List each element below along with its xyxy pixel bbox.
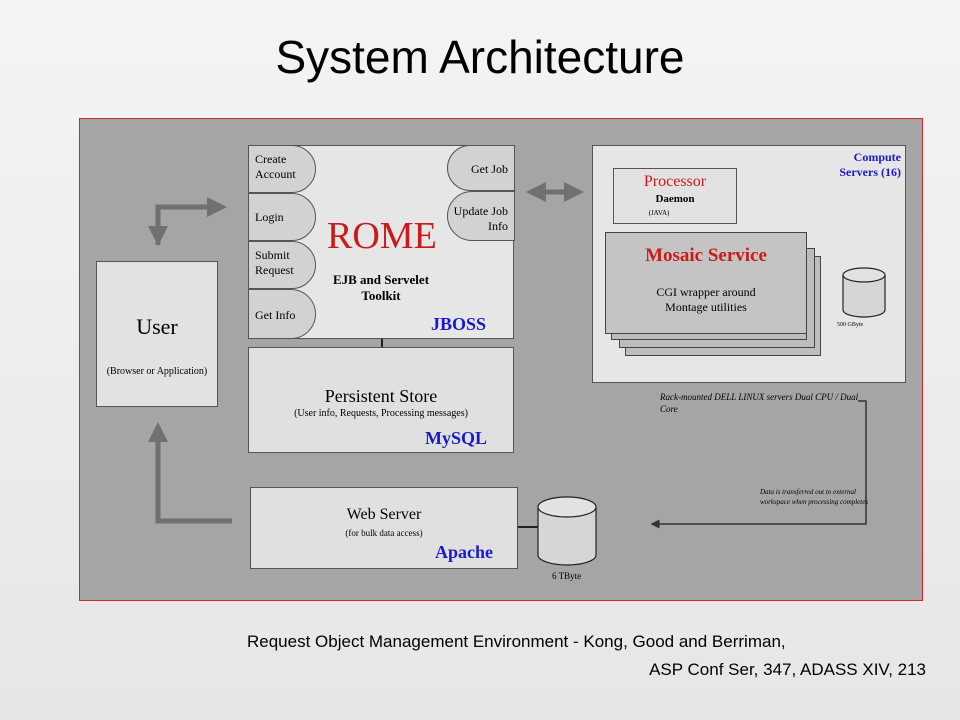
web-box: Web Server (for bulk data access) Apache xyxy=(250,487,518,569)
tab-get-info: Get Info xyxy=(248,289,316,339)
compute-note: Rack-mounted DELL LINUX servers Dual CPU… xyxy=(660,392,859,414)
rome-sub: EJB and Servelet Toolkit xyxy=(332,272,430,303)
rome-name: ROME xyxy=(327,215,437,257)
web-sub: (for bulk data access) xyxy=(345,528,423,538)
compute-heading: Compute Servers (16) xyxy=(839,150,901,179)
web-platform: Apache xyxy=(435,542,493,562)
mosaic-service-box: Mosaic Service CGI wrapper around Montag… xyxy=(605,232,807,334)
processor-label: Processor xyxy=(643,173,707,190)
transfer-note: Data is transferred out to external work… xyxy=(760,488,869,506)
user-sub: (Browser or Application) xyxy=(106,366,208,377)
store-platform: MySQL xyxy=(425,428,488,448)
user-label: User xyxy=(136,314,178,339)
tab-update-job-info: Update Job Info xyxy=(447,191,515,241)
compute-disk-label: 500 GByte xyxy=(837,322,864,328)
citation-line-1: Request Object Management Environment - … xyxy=(247,632,786,651)
tab-submit-request: Submit Request xyxy=(248,241,316,289)
rome-platform: JBOSS xyxy=(431,314,487,334)
rome-box: Create Account Login Submit Request Get … xyxy=(248,145,515,339)
compute-box: Compute Servers (16) Mosaic Service CGI … xyxy=(592,145,906,383)
processor-box: Processor Daemon (JAVA) xyxy=(613,168,737,224)
mosaic-sub: CGI wrapper around Montage utilities xyxy=(656,285,756,314)
mosaic-title: Mosaic Service xyxy=(645,245,767,266)
tab-get-job: Get Job xyxy=(447,145,515,191)
compute-web-arrow xyxy=(650,400,867,529)
web-label: Web Server xyxy=(346,506,422,523)
store-sub: (User info, Requests, Processing message… xyxy=(294,408,468,419)
user-box: User (Browser or Application) xyxy=(96,261,218,407)
user-rome-arrow xyxy=(155,197,227,245)
tab-login: Login xyxy=(248,193,316,241)
web-disk-label: 6 TByte xyxy=(552,571,582,581)
tab-create-account: Create Account xyxy=(248,145,316,193)
architecture-diagram: User (Browser or Application) Create Acc… xyxy=(79,118,923,601)
web-user-arrow xyxy=(148,422,232,524)
daemon-label: Daemon xyxy=(655,193,695,205)
java-label: (JAVA) xyxy=(648,209,670,217)
citation-line-2: ASP Conf Ser, 347, ADASS XIV, 213 xyxy=(649,660,926,679)
slide-title: System Architecture xyxy=(275,31,685,83)
store-box: Persistent Store (User info, Requests, P… xyxy=(248,347,514,453)
storage-disk-icon xyxy=(537,496,597,566)
store-label: Persistent Store xyxy=(324,386,438,406)
compute-disk-icon xyxy=(842,267,886,318)
